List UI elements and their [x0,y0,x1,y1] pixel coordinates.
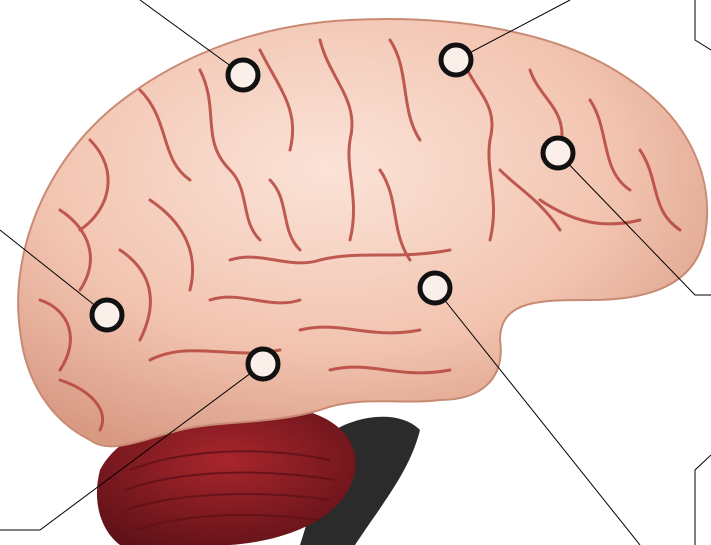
marker-1[interactable] [228,60,258,90]
frame-corner-bottom-right [695,455,711,545]
marker-6[interactable] [248,349,278,379]
frame-corner-top-right [695,0,711,50]
leader-line-5 [435,288,640,545]
cerebrum [18,19,707,446]
marker-3[interactable] [543,138,573,168]
marker-2[interactable] [441,45,471,75]
marker-5[interactable] [420,273,450,303]
marker-4[interactable] [92,300,122,330]
